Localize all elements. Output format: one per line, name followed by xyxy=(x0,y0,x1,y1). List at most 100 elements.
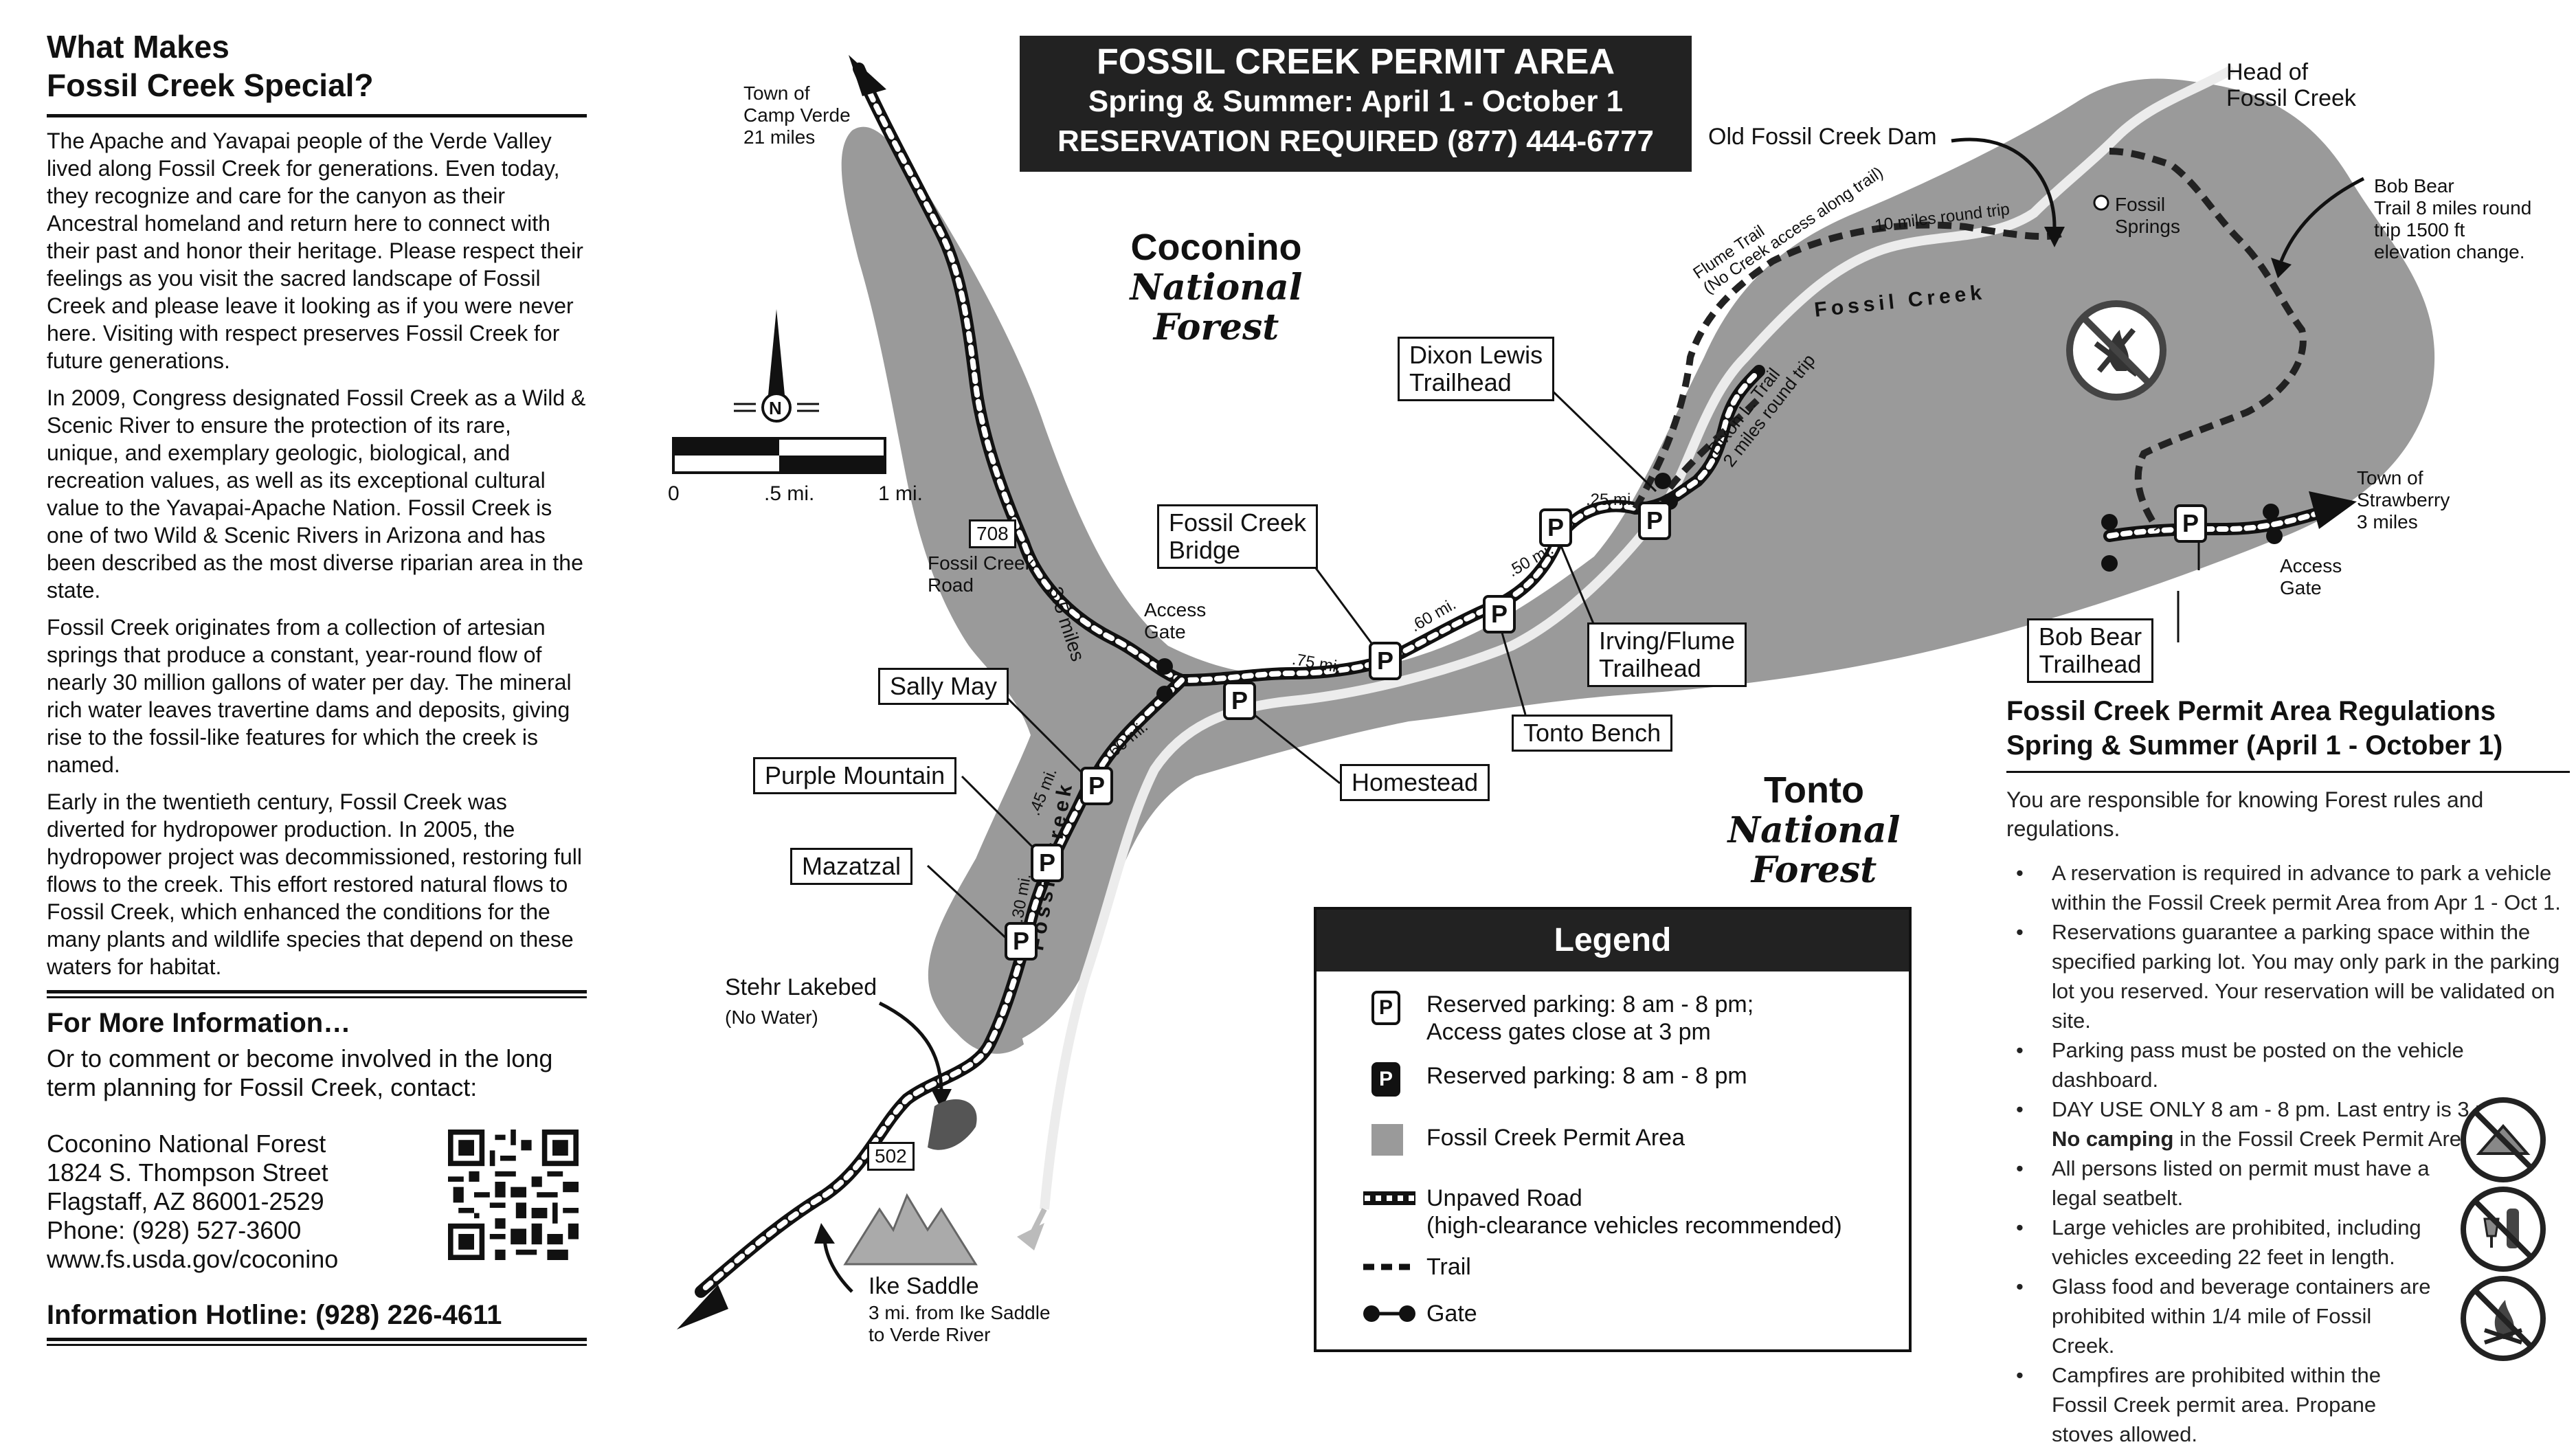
parking-icon[interactable]: P xyxy=(1539,508,1572,547)
hotline-block: Information Hotline: (928) 226-4611 xyxy=(47,1300,587,1346)
parking-icon: P xyxy=(1371,991,1400,1025)
contact-line: Flagstaff, AZ 86001-2529 xyxy=(47,1187,324,1215)
permit-area-swatch xyxy=(1371,1124,1403,1156)
fossil-creek-line xyxy=(1040,64,2236,1210)
road-502-badge: 502 xyxy=(867,1142,915,1171)
legend-label: Reserved parking: 8 am - 8 pm xyxy=(1426,1063,1747,1089)
stehr-note: (No Water) xyxy=(725,1007,818,1028)
more-info-heading: For More Information… xyxy=(47,1008,351,1038)
scale-tick-label: 1 mi. xyxy=(878,482,923,505)
reservation-phone[interactable]: RESERVATION REQUIRED (877) 444-6777 xyxy=(1057,124,1655,158)
divider xyxy=(47,114,587,117)
divider xyxy=(47,1344,587,1346)
contact-website[interactable]: www.fs.usda.gov/coconino xyxy=(47,1245,339,1273)
forest-type: National Forest xyxy=(1727,809,1901,891)
info-sidebar: What Makes Fossil Creek Special? The Apa… xyxy=(47,27,587,1346)
legend-label: Trail xyxy=(1426,1254,1471,1280)
ike-saddle-label: Ike Saddle xyxy=(869,1273,979,1299)
map-season: Spring & Summer: April 1 - October 1 xyxy=(1088,85,1624,118)
contact-phone: Phone: (928) 527-3600 xyxy=(47,1216,302,1244)
callout-mazatzal[interactable]: Mazatzal xyxy=(790,848,913,885)
parking-icon: P xyxy=(1371,1062,1400,1097)
regulations-title: Fossil Creek Permit Area Regulations xyxy=(2006,696,2496,726)
forest-name: Tonto xyxy=(1764,770,1864,811)
parking-icon[interactable]: P xyxy=(1031,844,1064,882)
map-title: FOSSIL CREEK PERMIT AREA xyxy=(1096,42,1615,82)
no-campfire-icon xyxy=(2066,300,2166,401)
contact-block: Coconino National Forest 1824 S. Thompso… xyxy=(47,1130,587,1281)
coconino-forest-label: Coconino National Forest xyxy=(1099,227,1333,348)
forest-type: National Forest xyxy=(1130,267,1303,348)
parking-icon[interactable]: P xyxy=(1005,922,1038,961)
road-708-badge: 708 xyxy=(969,519,1016,548)
map-title-box: FOSSIL CREEK PERMIT AREA Spring & Summer… xyxy=(1020,36,1692,172)
paragraph-springs: Fossil Creek originates from a collectio… xyxy=(47,615,572,777)
divider xyxy=(2006,771,2570,773)
trail-icon xyxy=(1363,1263,1415,1270)
sidebar-heading-line1: What Makes xyxy=(47,29,229,65)
more-info-text: Or to comment or become involved in the … xyxy=(47,1044,553,1101)
paragraph-wild-scenic: In 2009, Congress designated Fossil Cree… xyxy=(47,385,586,603)
stehr-lakebed-label: Stehr Lakebed xyxy=(725,974,877,1000)
sidebar-heading-line2: Fossil Creek Special? xyxy=(47,67,374,103)
parking-icon[interactable]: P xyxy=(2174,504,2207,543)
regulation-item: Glass food and beverage containers are p… xyxy=(2006,1272,2437,1360)
hotline-text: Information Hotline: (928) 226-4611 xyxy=(47,1300,502,1330)
parking-icon[interactable]: P xyxy=(1080,767,1113,805)
callout-sally-may[interactable]: Sally May xyxy=(878,668,1009,705)
callout-homestead[interactable]: Homestead xyxy=(1340,764,1490,801)
parking-icon[interactable]: P xyxy=(1638,502,1671,540)
regulations-subtitle: Spring & Summer (April 1 - October 1) xyxy=(2006,730,2503,761)
contact-line: 1824 S. Thompson Street xyxy=(47,1158,328,1187)
legend-box: Legend P Reserved parking: 8 am - 8 pm;A… xyxy=(1314,907,1912,1352)
parking-icon[interactable]: P xyxy=(1369,642,1402,680)
regulation-item: Campfires are prohibited within the Foss… xyxy=(2006,1360,2437,1449)
callout-purple-mountain[interactable]: Purple Mountain xyxy=(753,757,957,794)
old-dam-label: Old Fossil Creek Dam xyxy=(1708,124,1937,150)
no-glass-icon xyxy=(2461,1187,2546,1272)
legend-label: Fossil Creek Permit Area xyxy=(1426,1125,1685,1151)
regulations-panel: Fossil Creek Permit Area Regulations Spr… xyxy=(2006,694,2570,1449)
unpaved-road-icon xyxy=(1363,1191,1415,1205)
compass-icon xyxy=(734,309,819,423)
regulation-item: Large vehicles are prohibited, including… xyxy=(2006,1213,2437,1272)
divider xyxy=(47,996,587,998)
regulation-item: Parking pass must be posted on the vehic… xyxy=(2006,1035,2570,1094)
forest-name: Coconino xyxy=(1130,227,1302,268)
paragraph-heritage: The Apache and Yavapai people of the Ver… xyxy=(47,128,583,373)
regulation-item: All persons listed on permit must have a… xyxy=(2006,1154,2437,1213)
parking-icon[interactable]: P xyxy=(1223,682,1256,720)
regulation-item: Reservations guarantee a parking space w… xyxy=(2006,917,2570,1035)
paragraph-hydropower: Early in the twentieth century, Fossil C… xyxy=(47,789,583,979)
regulations-intro: You are responsible for knowing Forest r… xyxy=(2006,787,2484,841)
north-label: N xyxy=(769,398,782,418)
legend-title: Legend xyxy=(1317,910,1909,971)
tonto-forest-label: Tonto National Forest xyxy=(1690,770,1938,890)
no-campfire-icon xyxy=(2461,1276,2546,1361)
regulation-item: DAY USE ONLY 8 am - 8 pm. Last entry is … xyxy=(2006,1094,2570,1124)
qr-code-icon[interactable] xyxy=(448,1130,579,1260)
regulations-list: A reservation is required in advance to … xyxy=(2006,858,2570,1449)
permit-area-polygon xyxy=(841,78,2435,1048)
divider xyxy=(47,1338,587,1341)
callout-tonto-bench[interactable]: Tonto Bench xyxy=(1512,715,1673,752)
parking-icon[interactable]: P xyxy=(1483,595,1516,633)
legend-label: Reserved parking: 8 am - 8 pm;Access gat… xyxy=(1426,991,1754,1045)
divider xyxy=(47,990,587,993)
regulation-item: A reservation is required in advance to … xyxy=(2006,858,2570,917)
regulation-item-no-camping: No camping in the Fossil Creek Permit Ar… xyxy=(2052,1127,2479,1151)
gate-icon xyxy=(1363,1305,1415,1322)
